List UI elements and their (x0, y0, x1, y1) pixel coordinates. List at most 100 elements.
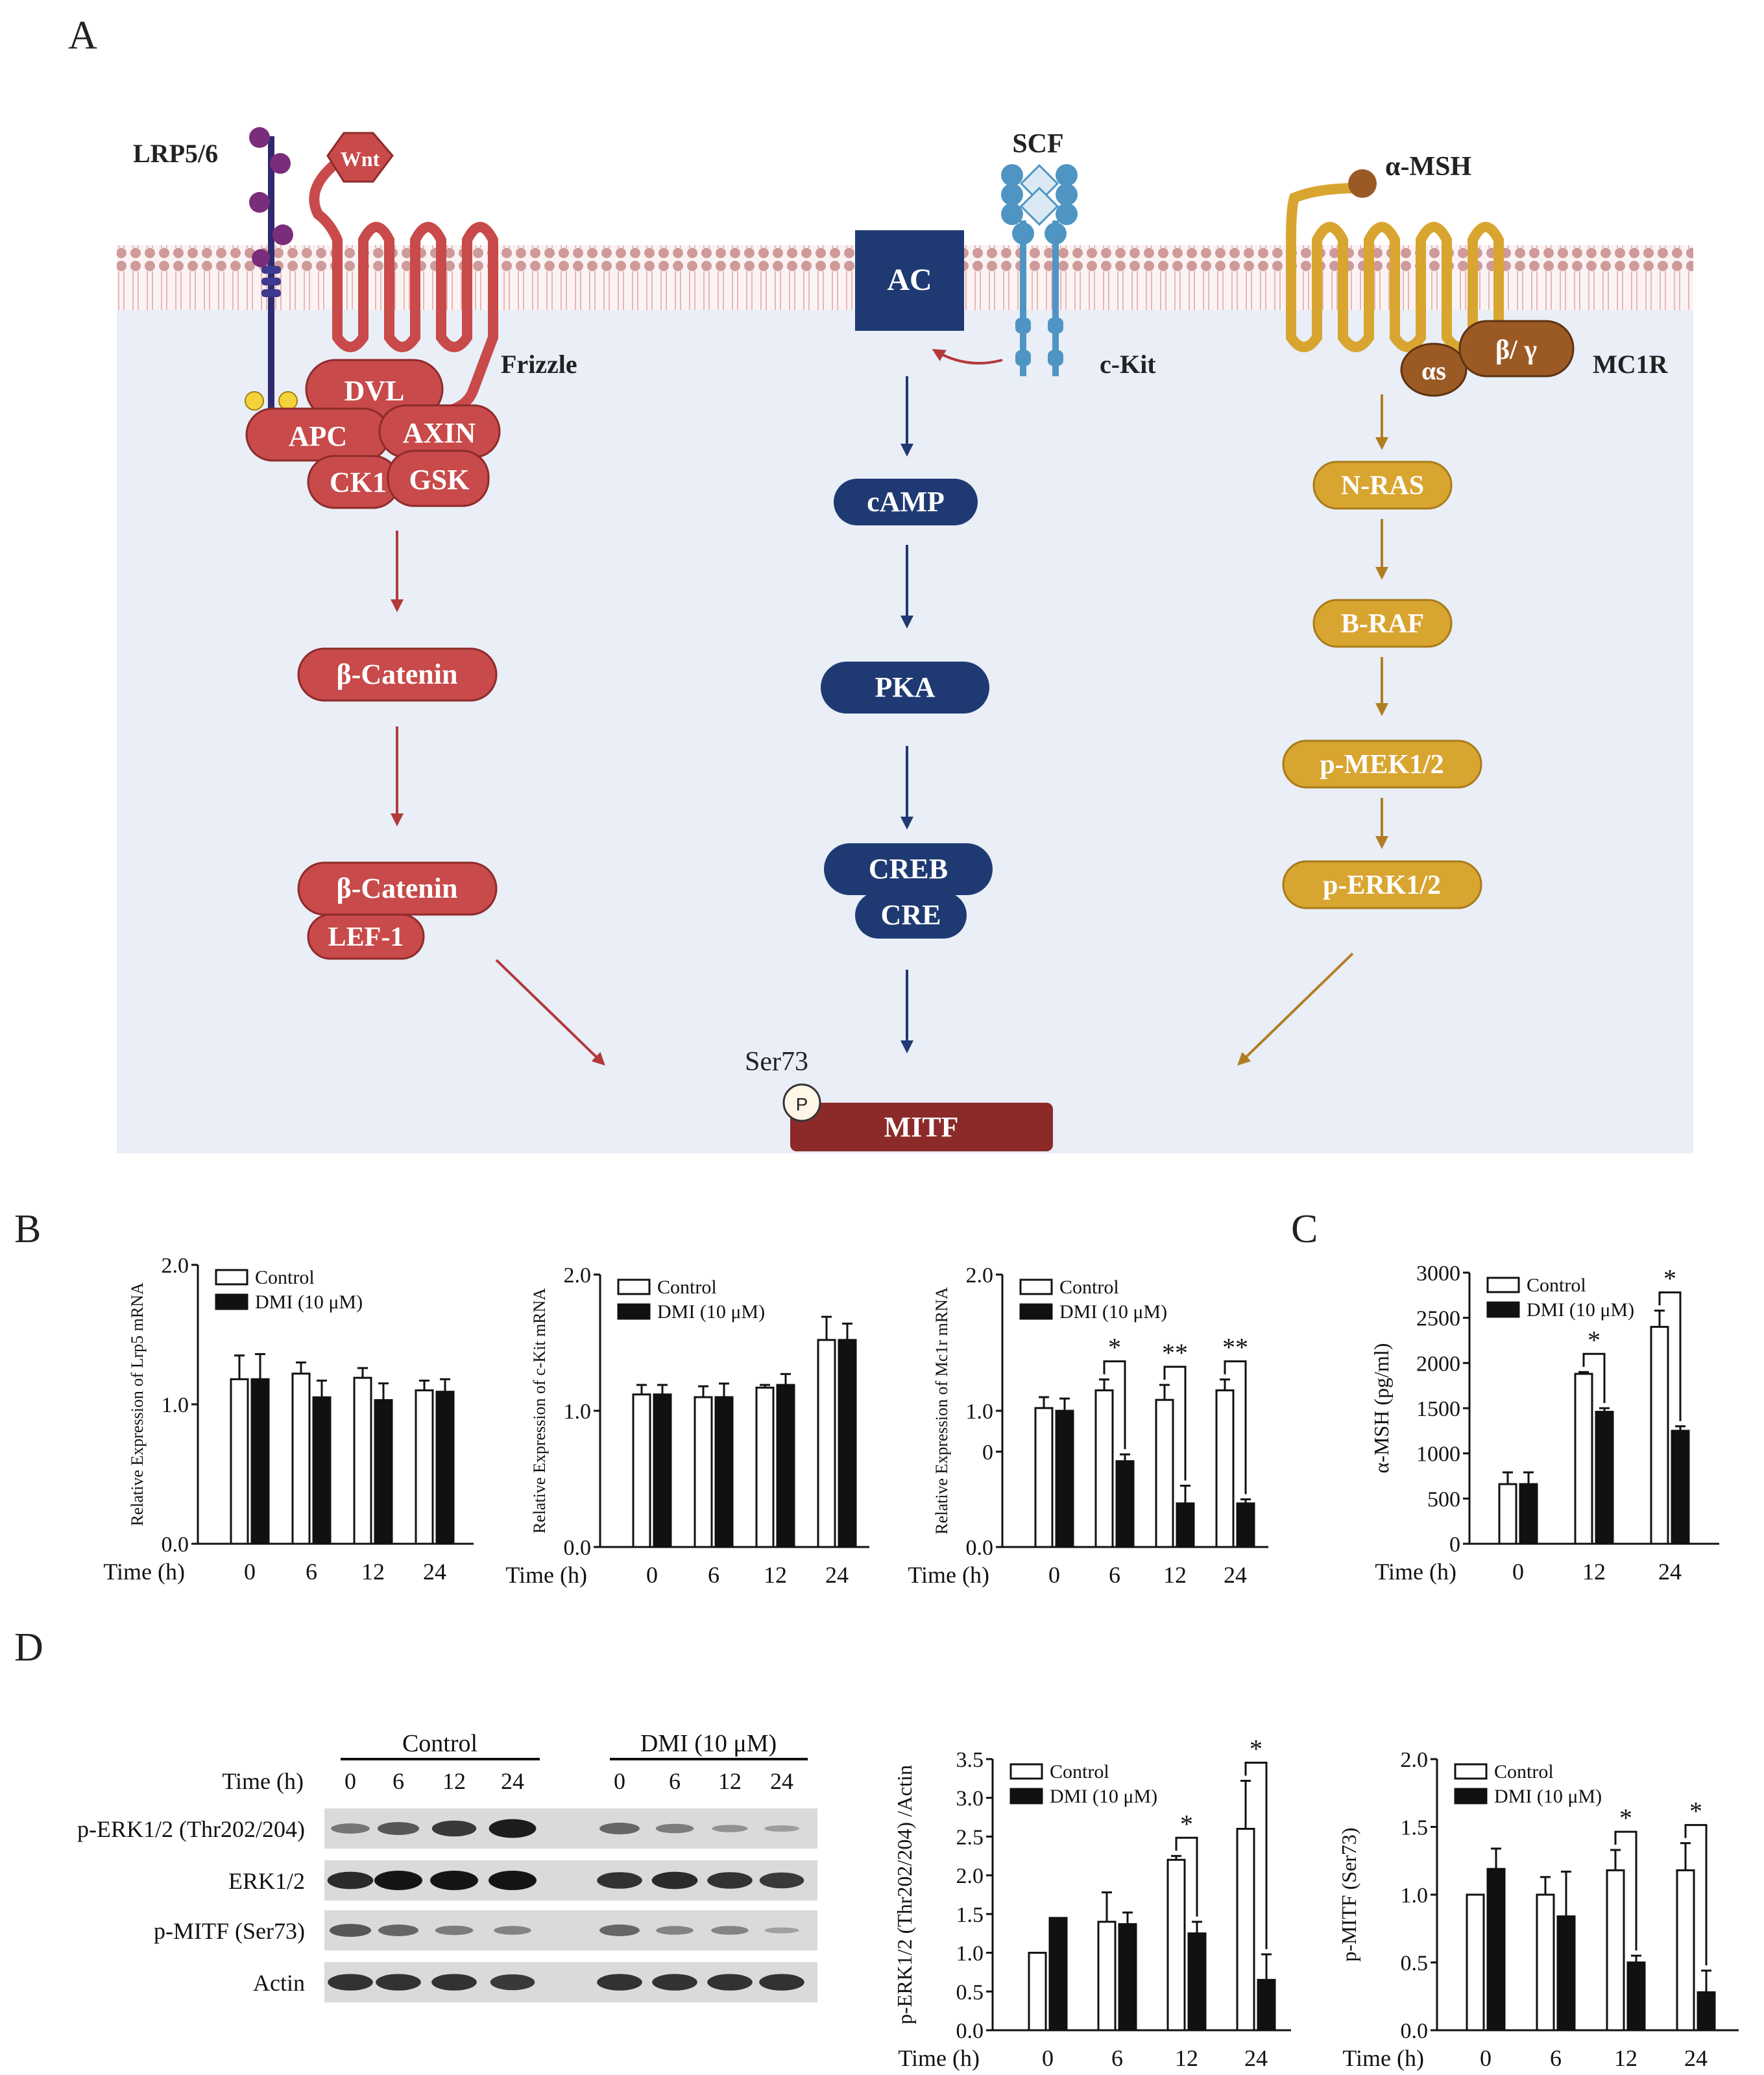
node-perk (1282, 860, 1482, 909)
blot-band (597, 1974, 642, 1991)
legend-label: Control (657, 1277, 717, 1298)
bar-dmi (1187, 1932, 1207, 2032)
significance-label: * (1250, 1734, 1263, 1763)
legend-swatch (1454, 1763, 1488, 1780)
y-tick-label: 3000 (1416, 1262, 1460, 1286)
bar-control (1034, 1407, 1054, 1548)
blot-band (376, 1974, 421, 1991)
bar-dmi (1671, 1430, 1690, 1545)
pka-label: PKA (875, 671, 936, 703)
x-tick-label: 0 (1048, 1562, 1060, 1588)
blot-time-tick: 24 (501, 1768, 524, 1794)
blot-band (651, 1871, 698, 1889)
legend-swatch (1486, 1277, 1520, 1293)
significance-label: * (1588, 1325, 1601, 1354)
y-tick-label: 2.5 (956, 1825, 984, 1849)
significance-bracket (1658, 1291, 1682, 1421)
legend-swatch (617, 1303, 651, 1320)
bar-dmi (374, 1399, 393, 1545)
amsh-label: α-MSH (1385, 152, 1471, 182)
legend-label: DMI (10 μM) (1050, 1786, 1157, 1807)
y-tick-label: 1.5 (1401, 1816, 1429, 1840)
x-tick-label: 24 (1224, 1562, 1247, 1588)
y-axis-label: p-MITF (Ser73) (1337, 1827, 1360, 1961)
bar-dmi (435, 1391, 455, 1545)
x-axis-label: Time (h) (505, 1562, 587, 1588)
node-pka (821, 662, 989, 714)
blot-time-tick: 12 (442, 1768, 466, 1794)
blot-band (759, 1974, 804, 1991)
bar-control (1166, 1858, 1186, 2032)
scf-label: SCF (1012, 129, 1063, 159)
bar-dmi (1115, 1460, 1135, 1548)
y-tick-label: 1.0 (1401, 1884, 1429, 1908)
blot-time-tick: 0 (614, 1768, 625, 1794)
bar-dmi (838, 1339, 857, 1548)
frizzle-receptor (309, 157, 498, 417)
gsk-label: GSK (409, 464, 470, 496)
lrp-label: LRP5/6 (133, 139, 218, 168)
significance-bracket (1175, 1836, 1198, 1917)
blot-band (489, 1871, 537, 1890)
significance-bracket (1103, 1360, 1126, 1450)
blot-band (430, 1871, 478, 1890)
blot-time-tick: 12 (718, 1768, 742, 1794)
y-tick-label: 3.5 (956, 1748, 984, 1772)
bar-dmi (1176, 1502, 1195, 1548)
bar-control (1676, 1869, 1695, 2032)
x-tick-label: 12 (361, 1559, 385, 1585)
blot-band (764, 1927, 799, 1934)
blot-row-label: p-ERK1/2 (Thr202/204) (77, 1816, 305, 1842)
blot-row-label: p-MITF (Ser73) (154, 1918, 305, 1944)
bar-control (1236, 1827, 1255, 2032)
node-ac (855, 230, 964, 331)
dvl-label: DVL (344, 375, 405, 407)
x-tick-label: 0 (1512, 1559, 1524, 1585)
bar-dmi (1055, 1409, 1074, 1548)
braf-label: B-RAF (1341, 609, 1424, 639)
node-lef1 (307, 913, 425, 960)
x-axis-label: Time (h) (898, 2045, 980, 2071)
x-tick-label: 12 (1175, 2045, 1198, 2071)
y-tick-label: 0.0 (956, 2019, 984, 2043)
y-tick-label: 1500 (1416, 1397, 1460, 1421)
bar-control (632, 1393, 651, 1548)
y-axis-label: Relative Expression of Mc1r mRNA (932, 1287, 951, 1534)
bar-control (1536, 1893, 1555, 2032)
node-camp (834, 479, 978, 525)
significance-bracket (1614, 1830, 1637, 1951)
bar-dmi (1257, 1978, 1276, 2032)
blot-band (489, 1819, 537, 1838)
mitf-p-label: P (796, 1094, 808, 1114)
legend-swatch (1454, 1788, 1488, 1805)
destruction-complex (245, 359, 501, 509)
y-tick-label: 1.0 (956, 1942, 984, 1966)
y-tick-label: 0 (1449, 1533, 1460, 1557)
beta-catenin-nuclear-label: β-Catenin (337, 872, 458, 904)
y-tick-label: 3.0 (956, 1787, 984, 1811)
lrp-receptor (245, 127, 298, 411)
legend-swatch (1019, 1303, 1053, 1320)
x-tick-label: 0 (1042, 2045, 1054, 2071)
significance-label: * (1180, 1809, 1193, 1838)
y-tick-label: 2.0 (564, 1264, 592, 1288)
legend-label: DMI (10 μM) (1059, 1301, 1167, 1323)
blot-band (655, 1823, 694, 1834)
blot-band (656, 1926, 694, 1935)
x-tick-label: 0 (1480, 2045, 1492, 2071)
bar-control (755, 1386, 775, 1548)
x-tick-label: 12 (1614, 2045, 1637, 2071)
lef1-label: LEF-1 (328, 922, 404, 952)
significance-bracket (1224, 1360, 1247, 1494)
axin-label: AXIN (403, 417, 476, 449)
arrow-wnt-mitf (495, 959, 605, 1066)
legend-label: DMI (10 μM) (1494, 1786, 1602, 1807)
y-tick-label: 0.0 (564, 1536, 592, 1560)
blot-band (327, 1871, 374, 1889)
blot-band (707, 1872, 753, 1889)
x-tick-label: 12 (764, 1562, 787, 1588)
bar-dmi (1236, 1502, 1255, 1548)
y-tick-label: 2.0 (956, 1864, 984, 1888)
